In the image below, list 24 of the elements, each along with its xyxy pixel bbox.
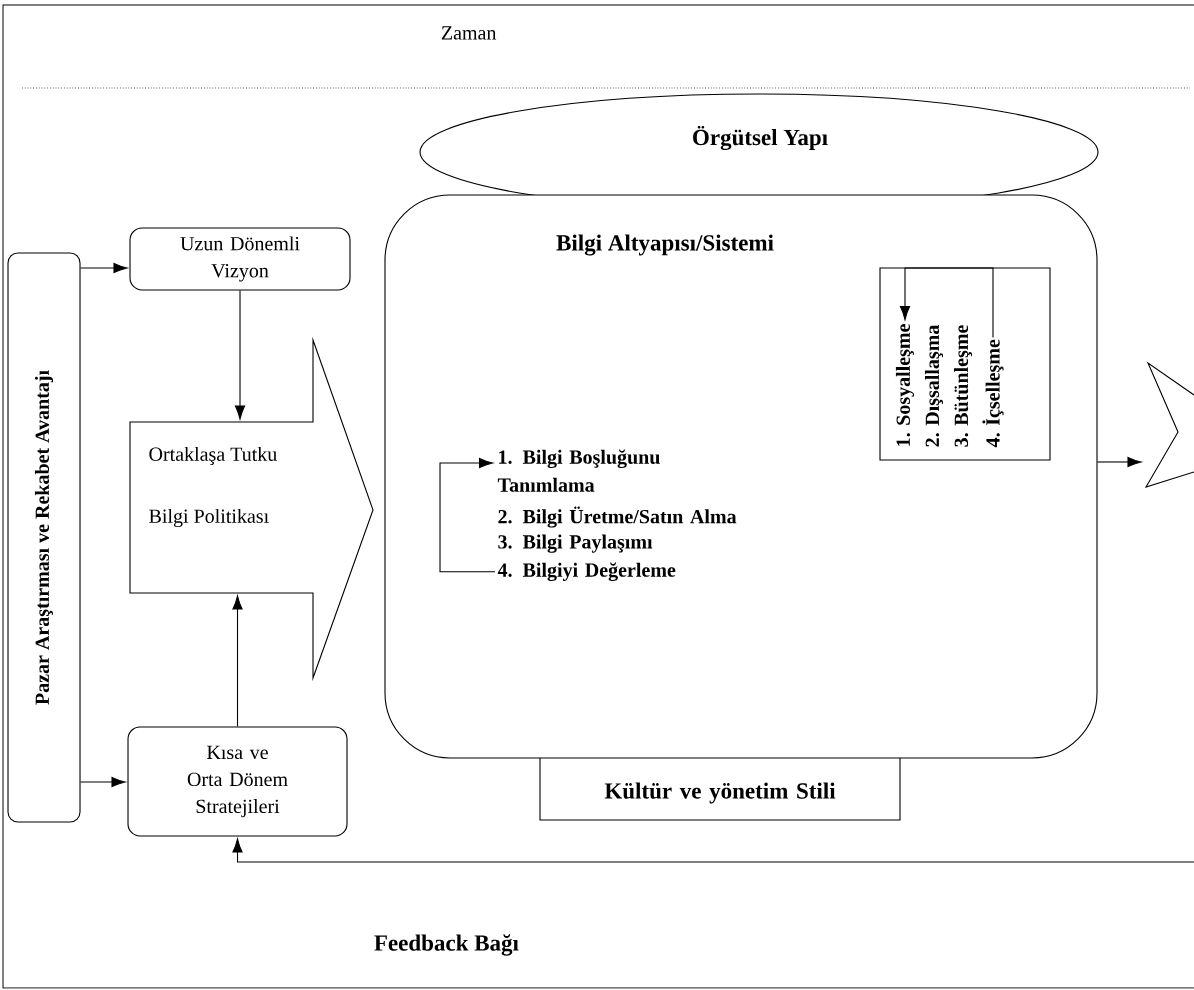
arrow	[1097, 456, 1142, 468]
list-item: 2. Bilgi Üretme/Satın Alma	[498, 506, 737, 528]
arrow	[234, 289, 246, 420]
list-item: 3. Bütünleşme	[954, 325, 972, 447]
rounded-box: Kısa ve Orta Dönem Stratejileri	[127, 726, 348, 837]
list-item: 4. Bilgiyi Değerleme	[497, 562, 676, 582]
list-item: 1. Sosyalleşme	[895, 324, 915, 446]
list-item: 1. Bilgi Boşluğunu Tanımlama	[497, 449, 660, 492]
pentagon-box: Ortaklaşa Tutku Bilgi Politikası	[129, 336, 374, 682]
arrow	[899, 267, 994, 339]
arrow	[232, 838, 1194, 863]
arrow	[80, 262, 128, 274]
box	[879, 267, 1051, 461]
label: Zaman	[441, 26, 497, 40]
list-item: 4. İçselleşme	[982, 339, 1004, 448]
arrow	[439, 457, 496, 573]
vertical-box: Pazar Araştırması ve Rekabet Avantajı	[7, 252, 81, 823]
zigzag-drawing	[1144, 361, 1194, 488]
arrow	[80, 776, 126, 788]
label: Feedback Bağı	[374, 934, 519, 956]
rounded-box: Uzun Dönemli Vizyon	[129, 227, 351, 291]
list-item: 3. Bilgi Paylaşımı	[498, 534, 653, 553]
list-item: 2. Dışsallaşma	[925, 324, 943, 447]
arrow	[232, 595, 243, 727]
